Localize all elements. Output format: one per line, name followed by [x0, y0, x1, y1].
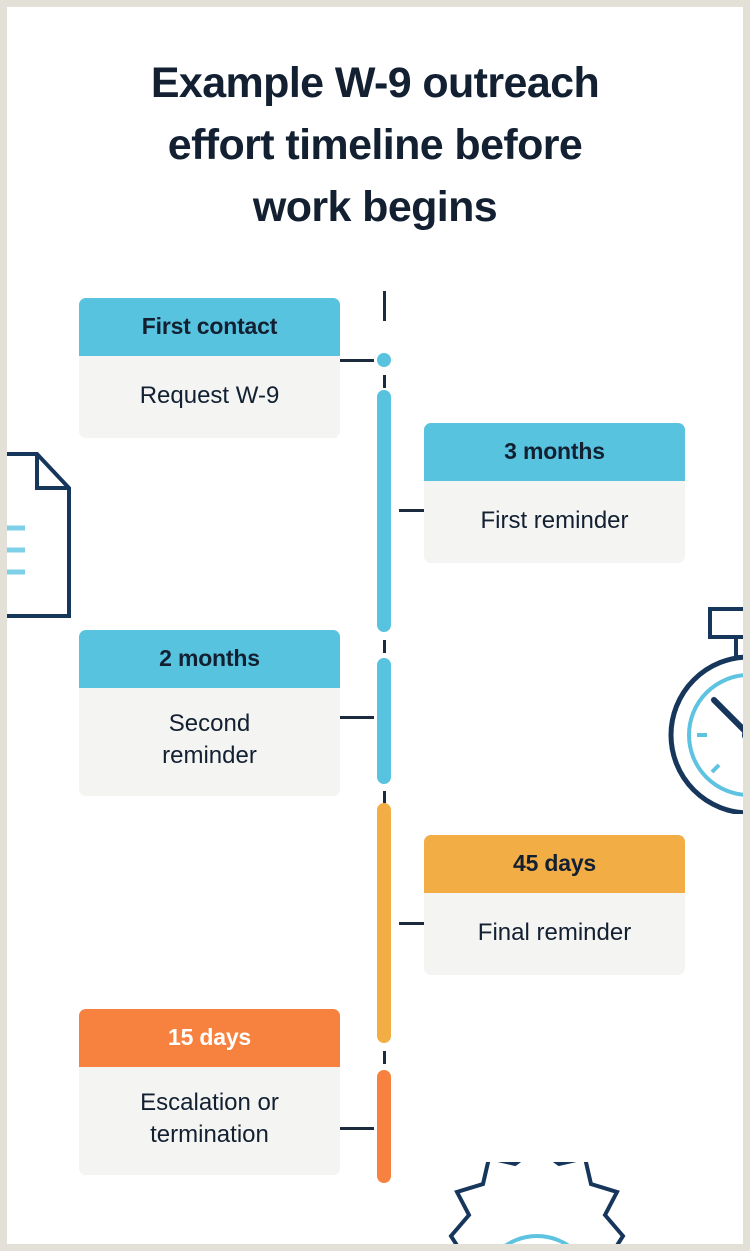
card-body-forty-five-days: Final reminder — [424, 893, 685, 975]
document-icon — [7, 450, 77, 620]
card-header-three-months: 3 months — [424, 423, 685, 481]
connector-fifteen-days — [340, 1127, 374, 1130]
timeline-card-forty-five-days[interactable]: 45 days Final reminder — [424, 835, 685, 975]
timeline-card-three-months[interactable]: 3 months First reminder — [424, 423, 685, 563]
card-header-first-contact: First contact — [79, 298, 340, 356]
connector-first-contact — [340, 359, 374, 362]
infographic-canvas: Example W-9 outreach effort timeline bef… — [7, 7, 743, 1244]
card-body-two-months-line-2: reminder — [162, 742, 257, 769]
page-title: Example W-9 outreach effort timeline bef… — [47, 52, 703, 238]
spine-dash-3 — [383, 791, 386, 804]
card-body-fifteen-days-line-1: Escalation or — [140, 1089, 279, 1116]
connector-two-months — [340, 716, 374, 719]
spine-dash-1 — [383, 375, 386, 388]
card-body-two-months: Second reminder — [79, 688, 340, 796]
timeline-card-two-months[interactable]: 2 months Second reminder — [79, 630, 340, 796]
spine-dash-2 — [383, 640, 386, 653]
spine-dash-4 — [383, 1051, 386, 1064]
card-header-two-months: 2 months — [79, 630, 340, 688]
card-body-three-months: First reminder — [424, 481, 685, 563]
stopwatch-icon — [662, 599, 743, 814]
connector-forty-five-days — [399, 922, 425, 925]
card-header-forty-five-days: 45 days — [424, 835, 685, 893]
page-title-line-3: work begins — [252, 183, 498, 231]
timeline-card-first-contact[interactable]: First contact Request W-9 — [79, 298, 340, 438]
timeline-segment-2[interactable] — [377, 658, 391, 784]
connector-three-months — [399, 509, 425, 512]
timeline-segment-3[interactable] — [377, 803, 391, 1043]
card-body-two-months-line-1: Second — [168, 710, 251, 737]
spine-dash-top — [383, 291, 386, 321]
timeline-segment-4[interactable] — [377, 1070, 391, 1183]
timeline-node-first-contact[interactable] — [377, 353, 391, 367]
card-body-first-contact: Request W-9 — [79, 356, 340, 438]
timeline-segment-1[interactable] — [377, 390, 391, 632]
card-body-fifteen-days-line-2: termination — [150, 1121, 269, 1148]
card-header-fifteen-days: 15 days — [79, 1009, 340, 1067]
page-title-line-2: effort timeline before — [167, 121, 583, 169]
page-title-line-1: Example W-9 outreach — [150, 59, 600, 107]
timeline-card-fifteen-days[interactable]: 15 days Escalation or termination — [79, 1009, 340, 1175]
gear-icon — [427, 1162, 647, 1244]
timeline-spine — [371, 282, 393, 1187]
card-body-fifteen-days: Escalation or termination — [79, 1067, 340, 1175]
